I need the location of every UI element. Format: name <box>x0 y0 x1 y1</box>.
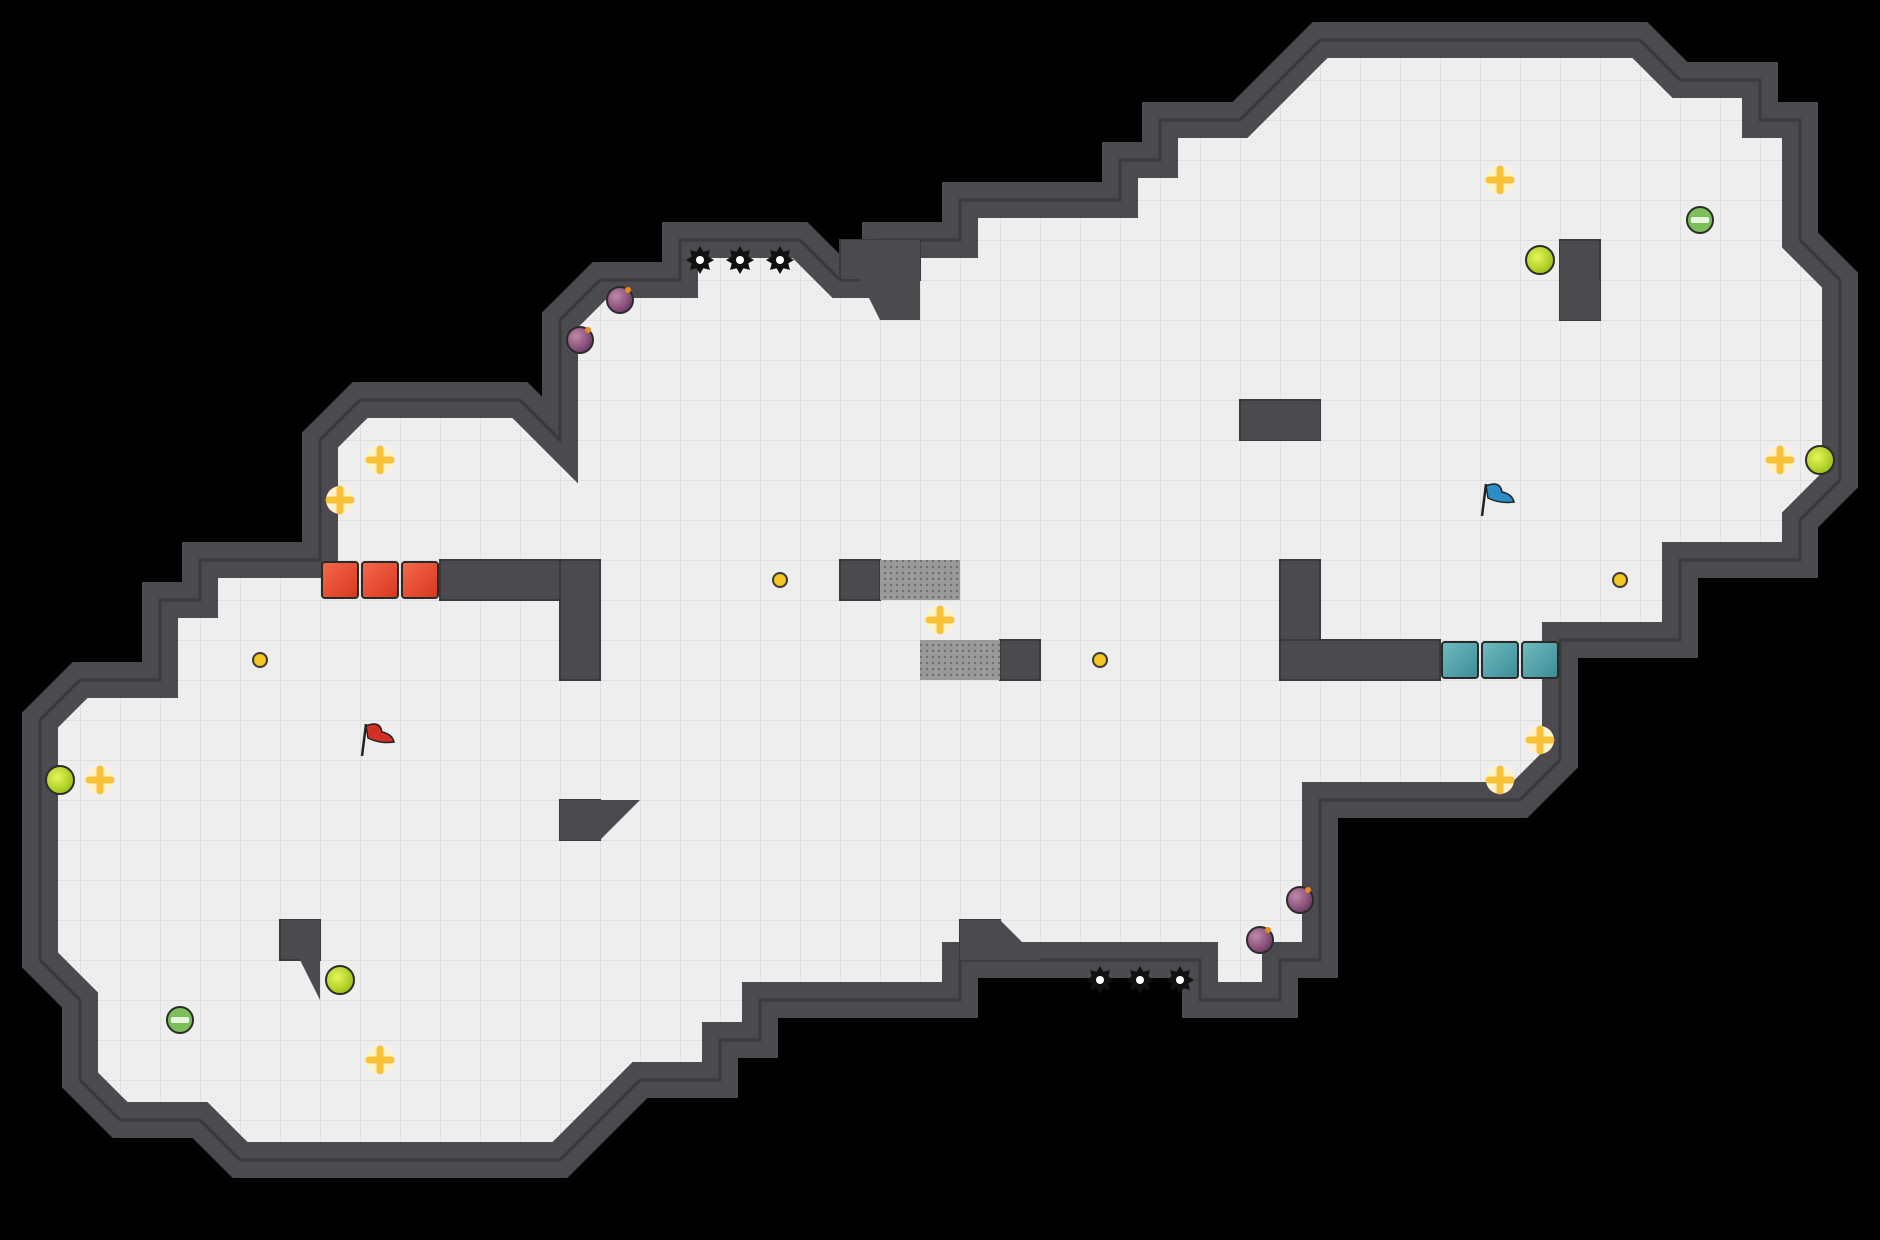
powerup-icon <box>1525 245 1555 275</box>
jukejuice-icon <box>1686 206 1714 234</box>
button-icon <box>1092 652 1108 668</box>
boost-icon <box>85 765 115 795</box>
boost-icon <box>1485 165 1515 195</box>
speed-tile <box>920 560 960 600</box>
speed-tile <box>960 640 1000 680</box>
button-icon <box>1612 572 1628 588</box>
bomb-icon <box>1286 886 1314 914</box>
red-gate-tile <box>321 561 359 599</box>
wall-block <box>839 559 881 601</box>
bomb-icon <box>566 326 594 354</box>
bomb-icon <box>606 286 634 314</box>
tile-layer <box>321 560 1559 680</box>
spike-icon <box>1126 966 1154 994</box>
boost-icon <box>1485 765 1515 795</box>
wall-block <box>999 639 1041 681</box>
spike-icon <box>1086 966 1114 994</box>
boost-icon <box>925 605 955 635</box>
boost-icon <box>325 485 355 515</box>
wall-wedge <box>1240 400 1320 440</box>
spike-icon <box>686 246 714 274</box>
jukejuice-icon <box>166 1006 194 1034</box>
powerup-icon <box>45 765 75 795</box>
spike-icon <box>766 246 794 274</box>
boost-icon <box>1525 725 1555 755</box>
spike-icon <box>1166 966 1194 994</box>
wall-layer <box>22 22 1858 1178</box>
blue-gate-tile <box>1481 641 1519 679</box>
powerup-icon <box>325 965 355 995</box>
wall-block <box>559 559 601 681</box>
object-layer <box>45 165 1835 1075</box>
boost-icon <box>365 1045 395 1075</box>
bomb-icon <box>1246 926 1274 954</box>
wall-wedge <box>1560 240 1600 320</box>
button-icon <box>252 652 268 668</box>
wall-wedge <box>840 240 920 320</box>
blue-gate-tile <box>1521 641 1559 679</box>
speed-tile <box>920 640 960 680</box>
wall-wedge <box>960 920 1040 960</box>
boost-icon <box>1765 445 1795 475</box>
button-icon <box>772 572 788 588</box>
wall-inner-edge <box>38 38 1842 1162</box>
boost-icon <box>365 445 395 475</box>
red-gate-tile <box>361 561 399 599</box>
wall-wedge <box>280 920 320 1000</box>
powerup-icon <box>1805 445 1835 475</box>
blue-gate-tile <box>1441 641 1479 679</box>
red-gate-tile <box>401 561 439 599</box>
speed-tile <box>880 560 920 600</box>
wall-wedge <box>560 800 640 840</box>
blue-flag-icon <box>1480 483 1515 517</box>
red-flag-icon <box>360 723 395 757</box>
wall-block <box>1279 639 1441 681</box>
spike-icon <box>726 246 754 274</box>
